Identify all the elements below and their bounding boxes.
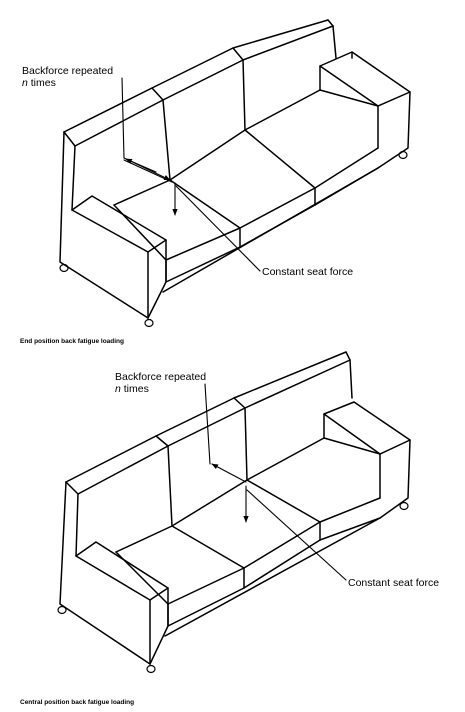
sofa-left-arm [75,541,169,601]
sofa-left-side [59,481,151,665]
sofa-left-side [59,131,149,319]
seat-cushion-divider [246,479,321,523]
backforce-arrow-bottom [211,463,247,483]
sofa-right-arm [319,51,411,107]
backforce-times-bottom: n times [115,383,149,395]
back-cushion-divider [167,445,173,527]
seat-force-label-bottom: Constant seat force [348,577,439,589]
caption-top: End position back fatigue loading [20,338,124,345]
backforce-label-top: Backforce repeated [22,65,113,77]
sofa-seat-front-edge [167,497,381,605]
backforce-arrow-top [121,77,173,183]
sofa-backrest-top [63,19,329,133]
sofa-base [162,167,379,293]
sofa-seat-front-edge [165,147,379,261]
sofa-seat-back-edge [115,437,381,553]
back-cushion-divider [242,59,246,131]
sofa-foot [57,605,67,615]
sofa-drawing-bottom [57,351,411,674]
backforce-leader-bottom [204,383,211,465]
seat-cushion-divider [244,129,316,189]
sofa-foot [144,318,154,328]
sofa-left-arm [71,195,167,253]
caption-bottom: Central position back fatigue loading [20,699,134,706]
sofa-base [164,517,381,637]
sofa-backrest-top-edge [77,359,351,495]
sofa-foot [399,501,409,511]
seat-cushion-divider [169,179,241,229]
backforce-arrow-head-top [125,158,157,173]
seat-cushion-divider [171,525,245,569]
seat-force-label-top: Constant seat force [262,266,353,278]
backforce-label-bottom: Backforce repeated [115,371,206,383]
backforce-times-top: n times [22,77,56,89]
back-cushion-divider [162,99,171,181]
sofa-seat-back-edge [113,89,379,206]
sofa-drawing-top [59,19,411,328]
sofa-foot [146,664,156,674]
sofa-right-arm [323,401,411,455]
back-cushion-divider [244,407,248,481]
sofa-backrest-top-edge [74,25,334,147]
seat-force-leader-top [175,185,261,272]
sofa-backrest-top [65,351,347,483]
seat-force-leader-bottom [246,489,347,581]
